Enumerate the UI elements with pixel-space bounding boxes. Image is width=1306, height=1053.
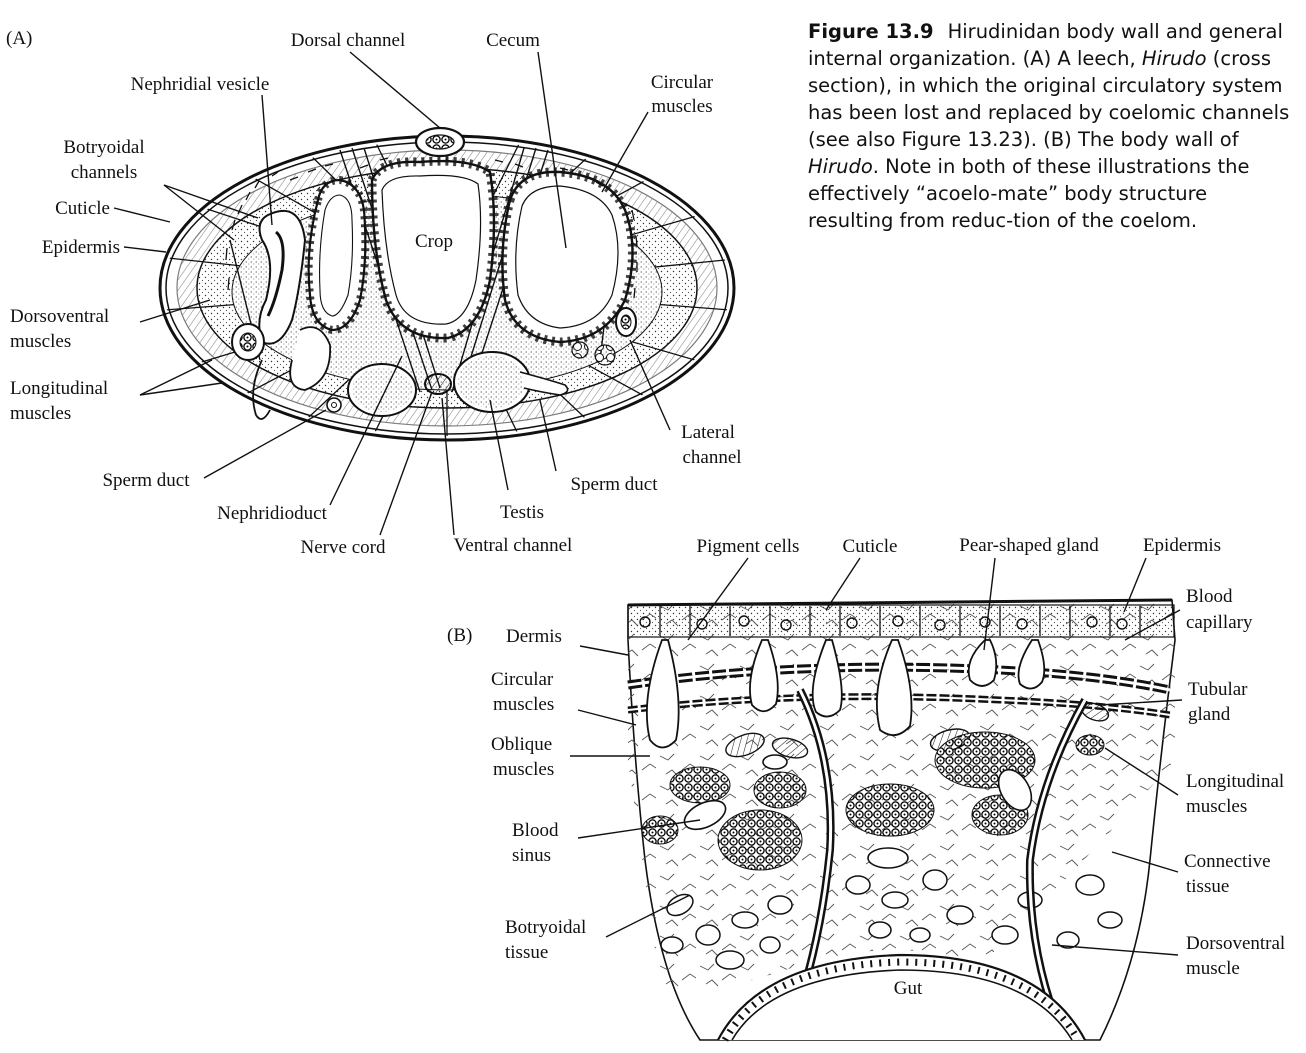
label-lateral-channel-line2: channel	[682, 447, 741, 468]
leech-body-drawing	[158, 126, 736, 442]
label-sperm-duct-right: Sperm duct	[570, 474, 658, 495]
pear-shaped-glands	[646, 639, 1046, 749]
caption-text-2: (cross section), in which the original c…	[808, 47, 1290, 151]
label-circular-muscles-b-line1: Circular	[491, 669, 554, 690]
label-longitudinal-muscles-b-line2: muscles	[1186, 796, 1247, 817]
label-cuticle-a: Cuticle	[55, 198, 110, 219]
circular-muscle-layers	[627, 662, 1171, 719]
figure-number: Figure 13.9	[808, 20, 934, 43]
label-nephridioduct: Nephridioduct	[217, 503, 327, 524]
body-wall-drawing	[627, 598, 1176, 1042]
label-botryoidal-channels-line1: Botryoidal	[63, 137, 144, 158]
caption-genus-1: Hirudo	[1141, 47, 1207, 70]
lateral-channel-right	[615, 307, 637, 337]
label-botryoidal-tissue-line1: Botryoidal	[505, 917, 586, 938]
label-longitudinal-muscles-a-line2: muscles	[10, 403, 71, 424]
label-botryoidal-tissue-line2: tissue	[505, 942, 548, 963]
label-oblique-muscles-line1: Oblique	[491, 734, 552, 755]
dorsal-channel	[414, 126, 466, 158]
caption-text-3: . Note in both of these illustrations th…	[808, 155, 1250, 232]
label-dorsoventral-muscles-line2: muscles	[10, 331, 71, 352]
label-nerve-cord: Nerve cord	[301, 537, 386, 558]
pigment-cells	[639, 615, 1128, 631]
label-circular-muscles-a-line1: Circular	[651, 72, 714, 93]
label-gut: Gut	[894, 978, 923, 999]
label-epidermis-b: Epidermis	[1143, 535, 1221, 556]
nerve-cord	[424, 373, 452, 395]
botryoidal-rosettes	[571, 341, 616, 366]
botryoidal-tissue-cells	[660, 869, 1123, 970]
label-lateral-channel-line1: Lateral	[681, 422, 735, 443]
label-blood-capillary-line2: capillary	[1186, 612, 1253, 633]
nephridial-vesicle	[252, 210, 331, 420]
testis-left	[347, 363, 417, 417]
label-dorsoventral-muscle-line2: muscle	[1186, 958, 1240, 979]
label-pear-shaped-gland: Pear-shaped gland	[959, 535, 1099, 556]
label-ventral-channel: Ventral channel	[454, 535, 573, 556]
caption-text-1: Hirudinidan body wall and general intern…	[808, 20, 1283, 70]
label-dorsoventral-muscle-line1: Dorsoventral	[1186, 933, 1285, 954]
label-tubular-gland-line1: Tubular	[1188, 679, 1248, 700]
testis-right	[453, 351, 569, 413]
panel-b-label: (B)	[447, 625, 472, 646]
label-connective-tissue-line2: tissue	[1186, 876, 1229, 897]
label-pigment-cells: Pigment cells	[697, 536, 800, 557]
label-cuticle-b: Cuticle	[843, 536, 898, 557]
label-epidermis-a: Epidermis	[42, 237, 120, 258]
label-longitudinal-muscles-a-line1: Longitudinal	[10, 378, 108, 399]
label-crop: Crop	[415, 231, 453, 252]
lateral-channel-left	[231, 323, 265, 361]
crop	[367, 156, 499, 343]
blood-sinuses	[683, 754, 1033, 869]
label-dorsoventral-muscles-line1: Dorsoventral	[10, 306, 109, 327]
label-dorsal-channel: Dorsal channel	[291, 30, 405, 51]
caption-genus-2: Hirudo	[808, 155, 873, 178]
cecum	[497, 167, 637, 347]
panel-a-cross-section: (A)	[6, 28, 742, 558]
label-botryoidal-channels-line2: channels	[71, 162, 137, 183]
label-blood-capillary-line1: Blood	[1186, 586, 1233, 607]
panel-a-leader-lines	[113, 51, 671, 536]
botryoidal-channel-dashes	[225, 157, 638, 299]
label-longitudinal-muscles-b-line1: Longitudinal	[1186, 771, 1284, 792]
label-cecum: Cecum	[486, 30, 540, 51]
gut	[717, 953, 1086, 1042]
label-testis: Testis	[500, 502, 544, 523]
label-oblique-muscles-line2: muscles	[493, 759, 554, 780]
panel-b-body-wall: (B)	[447, 535, 1285, 1042]
label-circular-muscles-a-line2: muscles	[651, 96, 712, 117]
label-dermis: Dermis	[506, 626, 562, 647]
left-cecum	[304, 175, 370, 335]
label-blood-sinus-line2: sinus	[512, 845, 551, 866]
label-connective-tissue-line1: Connective	[1184, 851, 1271, 872]
epidermal-cell-borders	[659, 606, 1141, 636]
label-tubular-gland-line2: gland	[1188, 704, 1231, 725]
label-circular-muscles-b-line2: muscles	[493, 694, 554, 715]
label-nephridial-vesicle: Nephridial vesicle	[131, 74, 270, 95]
label-blood-sinus-line1: Blood	[512, 820, 559, 841]
sperm-duct-left-tube	[326, 397, 342, 413]
panel-b-leader-lines	[570, 557, 1183, 956]
label-sperm-duct-left: Sperm duct	[102, 470, 190, 491]
panel-a-label: (A)	[6, 28, 32, 49]
